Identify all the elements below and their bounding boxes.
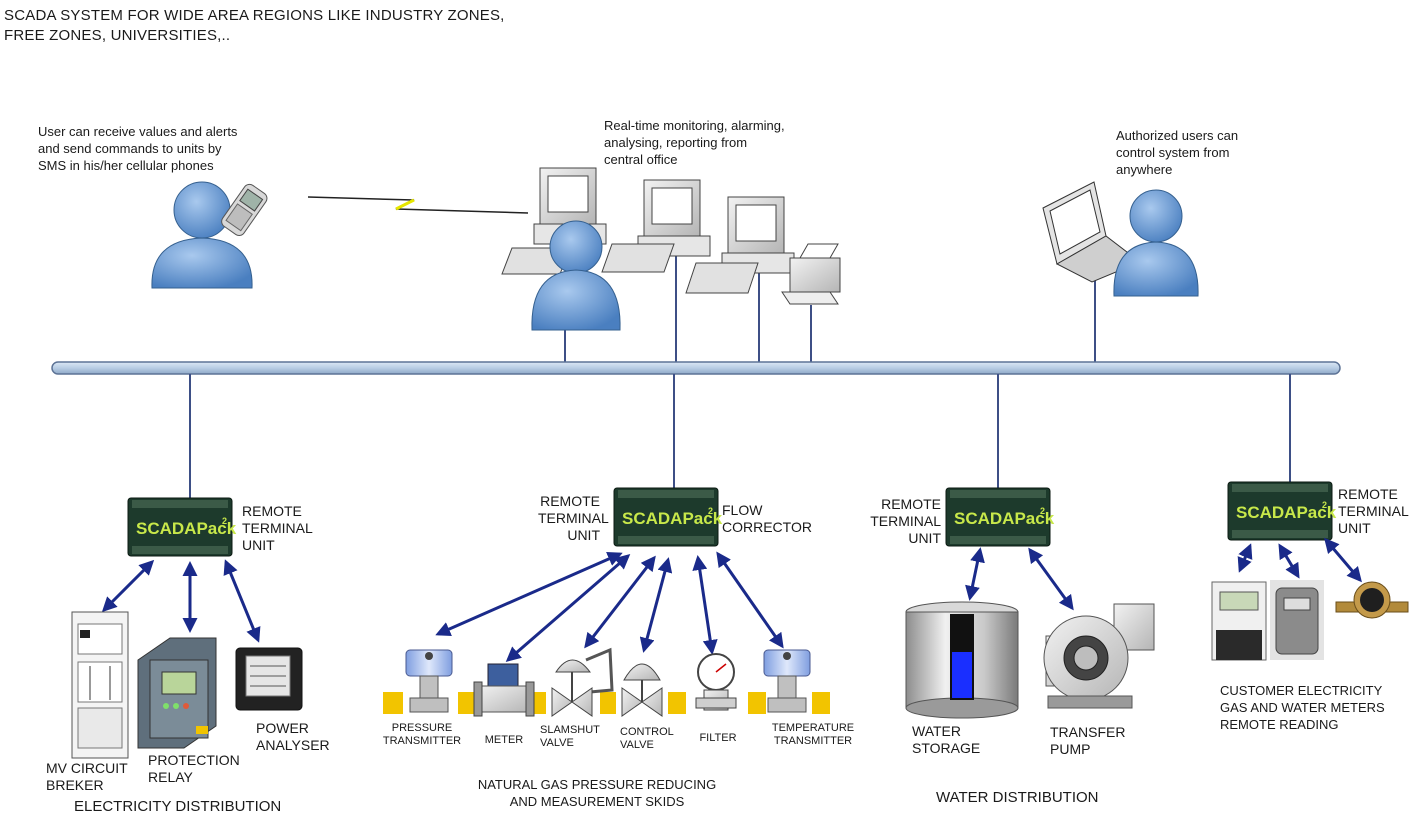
comm-arrows <box>101 537 1362 662</box>
storage-label: WATER STORAGE <box>912 723 981 756</box>
rtu-meters: SCADAPack 2 <box>1227 481 1337 541</box>
meter-icon <box>473 663 535 717</box>
flow-corrector-label: FLOW CORRECTOR <box>722 502 812 535</box>
authorized-users-note: Authorized users can control system from… <box>1116 128 1239 177</box>
rtu-brand: SCADAPack <box>622 509 723 528</box>
filter-label: FILTER <box>699 732 737 744</box>
central-office-workstations <box>501 167 841 331</box>
breaker-label: MV CIRCUIT BREKER <box>46 760 128 793</box>
printer-icon <box>781 243 841 305</box>
laptop-user-figure <box>1042 181 1199 297</box>
sms-user-figure <box>151 181 268 289</box>
electricity-section-title: ELECTRICITY DISTRIBUTION <box>74 798 282 815</box>
pump-label: TRANSFER PUMP <box>1050 724 1126 757</box>
slamshut-valve-icon <box>551 647 614 717</box>
rtu-superscript: 2 <box>708 506 713 516</box>
gas-pipe-markers <box>383 692 830 714</box>
network-bus <box>51 361 1341 375</box>
sms-user-note: User can receive values and alerts and s… <box>38 124 238 173</box>
mv-breaker-icon <box>71 611 129 759</box>
pressure-transmitter-icon <box>405 649 453 713</box>
water-section-title: WATER DISTRIBUTION <box>936 789 1099 806</box>
gas-meter-icon <box>1270 580 1324 660</box>
rtu-superscript: 2 <box>222 516 227 526</box>
rtu-water-label: REMOTE TERMINAL UNIT <box>870 496 941 546</box>
analyser-label: POWER ANALYSER <box>256 720 330 753</box>
rtu-water: SCADAPack 2 <box>945 487 1055 547</box>
rtu-brand: SCADAPack <box>954 509 1055 528</box>
power-analyser-icon <box>235 647 303 711</box>
rtu-electricity-label: REMOTE TERMINAL UNIT <box>242 503 313 553</box>
transfer-pump-icon <box>1043 603 1155 709</box>
sms-wireless-link <box>307 196 529 214</box>
control-valve-label: CONTROL VALVE <box>620 726 674 751</box>
rtu-gas: SCADAPack 2 <box>613 487 723 547</box>
rtu-drops <box>189 374 1291 498</box>
central-office-note: Real-time monitoring, alarming, analysin… <box>604 118 785 167</box>
electricity-meter-icon <box>1211 581 1267 661</box>
relay-label: PROTECTION RELAY <box>148 752 240 785</box>
gas-section-title: NATURAL GAS PRESSURE REDUCING AND MEASUR… <box>477 777 717 809</box>
rtu-superscript: 2 <box>1040 506 1045 516</box>
meters-caption: CUSTOMER ELECTRICITY GAS AND WATER METER… <box>1220 683 1385 732</box>
cell-phone-icon <box>221 183 268 237</box>
protection-relay-icon <box>137 637 217 749</box>
rtu-meters-label: REMOTE TERMINAL UNIT <box>1338 486 1409 536</box>
rtu-brand: SCADAPack <box>1236 503 1337 522</box>
filter-icon <box>695 653 737 711</box>
tt-label: TEMPERATURE TRANSMITTER <box>771 722 855 747</box>
rtu-electricity: SCADAPack 2 <box>127 497 237 557</box>
rtu-gas-label: REMOTE TERMINAL UNIT <box>538 493 609 543</box>
temperature-transmitter-icon <box>763 649 811 713</box>
rtu-superscript: 2 <box>1322 500 1327 510</box>
workstation-drops <box>564 250 1096 362</box>
rtu-brand: SCADAPack <box>136 519 237 538</box>
water-meter-icon <box>1335 581 1409 619</box>
control-valve-icon <box>621 663 663 717</box>
pt-label: PRESSURE TRANSMITTER <box>382 722 462 747</box>
meter-label: METER <box>484 734 524 746</box>
slamshut-label: SLAMSHUT VALVE <box>540 724 600 749</box>
water-storage-icon <box>905 601 1019 719</box>
diagram-title: SCADA SYSTEM FOR WIDE AREA REGIONS LIKE … <box>4 7 505 44</box>
